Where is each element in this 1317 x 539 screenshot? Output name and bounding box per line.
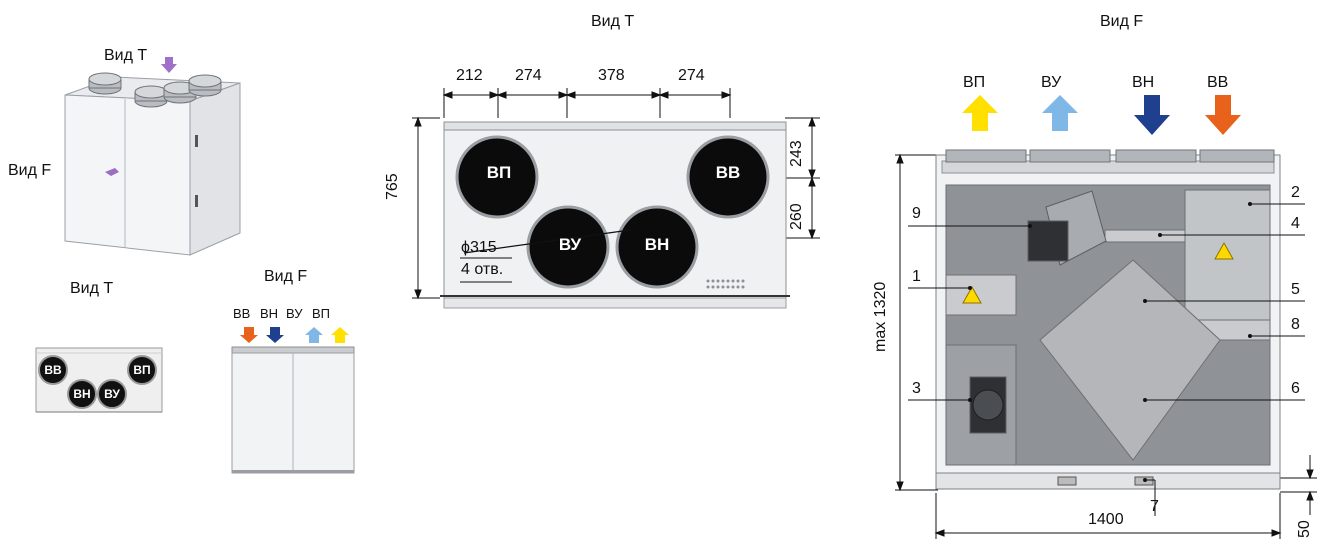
top-vn-port-label: ВН [644,235,670,254]
isometric-unit-drawing [64,57,241,256]
arrow-up-vu-icon [1042,95,1078,131]
top-vu-port-label: ВУ [558,235,582,254]
front-label-vp: ВП [963,74,986,91]
callout-1: 1 [912,268,921,285]
callout-8: 8 [1291,316,1300,333]
small-view-f-title: Вид F [264,268,308,285]
front-label-vu: ВУ [1041,74,1062,91]
small-vn-port: ВН [67,379,97,409]
callout-4: 4 [1291,215,1300,232]
arrow-down-vv-icon [1205,95,1241,135]
arrow-down-vn-icon [1134,95,1170,135]
top-dim-243: 243 [788,140,805,167]
warning-icon-2 [1214,241,1234,260]
callout-5: 5 [1291,281,1300,298]
top-vv-port-label: ВВ [715,163,741,182]
top-dim-holes: 4 отв. [461,261,504,278]
warning-icon [962,285,982,304]
small-arrow-up-vu-icon [305,327,323,343]
callout-6: 6 [1291,380,1300,397]
small-view-t-title: Вид T [70,280,114,297]
small-arrow-down-vn-icon [266,327,284,343]
top-view-drawing [412,88,820,309]
small-f-label-vp: ВП [312,306,331,321]
top-dim-274a: 274 [515,67,542,84]
front-dim-height: max 1320 [872,281,889,352]
small-front-view [231,327,355,474]
top-vp-port-label: ВП [486,163,512,182]
top-dim-765: 765 [384,173,401,200]
callout-3: 3 [912,380,921,397]
small-f-label-vv: ВВ [233,306,251,321]
small-f-label-vn: ВН [260,306,279,321]
callout-2: 2 [1291,184,1300,201]
iso-view-f-label: Вид F [8,162,52,179]
small-arrow-down-vv-icon [240,327,258,343]
top-dim-diameter: ϕ315 [461,239,497,256]
small-vp-port: ВП [127,355,157,385]
top-dim-378: 378 [598,67,625,84]
front-view-title: Вид F [1100,13,1144,30]
iso-view-t-label: Вид T [104,47,148,64]
top-dim-260: 260 [788,203,805,230]
small-vu-port: ВУ [97,379,127,409]
front-label-vn: ВН [1132,74,1155,91]
top-view-title: Вид T [591,13,635,30]
front-dim-width: 1400 [1088,511,1124,528]
small-vv-port: ВВ [38,355,68,385]
top-dim-212: 212 [456,67,483,84]
small-arrow-up-vp-icon [331,327,349,343]
arrow-up-vp-icon [962,95,998,131]
top-dim-274b: 274 [678,67,705,84]
callout-9: 9 [912,205,921,222]
front-dim-foot: 50 [1296,520,1313,538]
front-label-vv: ВВ [1207,74,1229,91]
view-f-arrow-icon [105,168,119,176]
small-f-label-vu: ВУ [286,306,303,321]
front-view-drawing [895,95,1317,539]
view-t-arrow-icon [161,57,177,73]
callout-7: 7 [1150,498,1159,515]
